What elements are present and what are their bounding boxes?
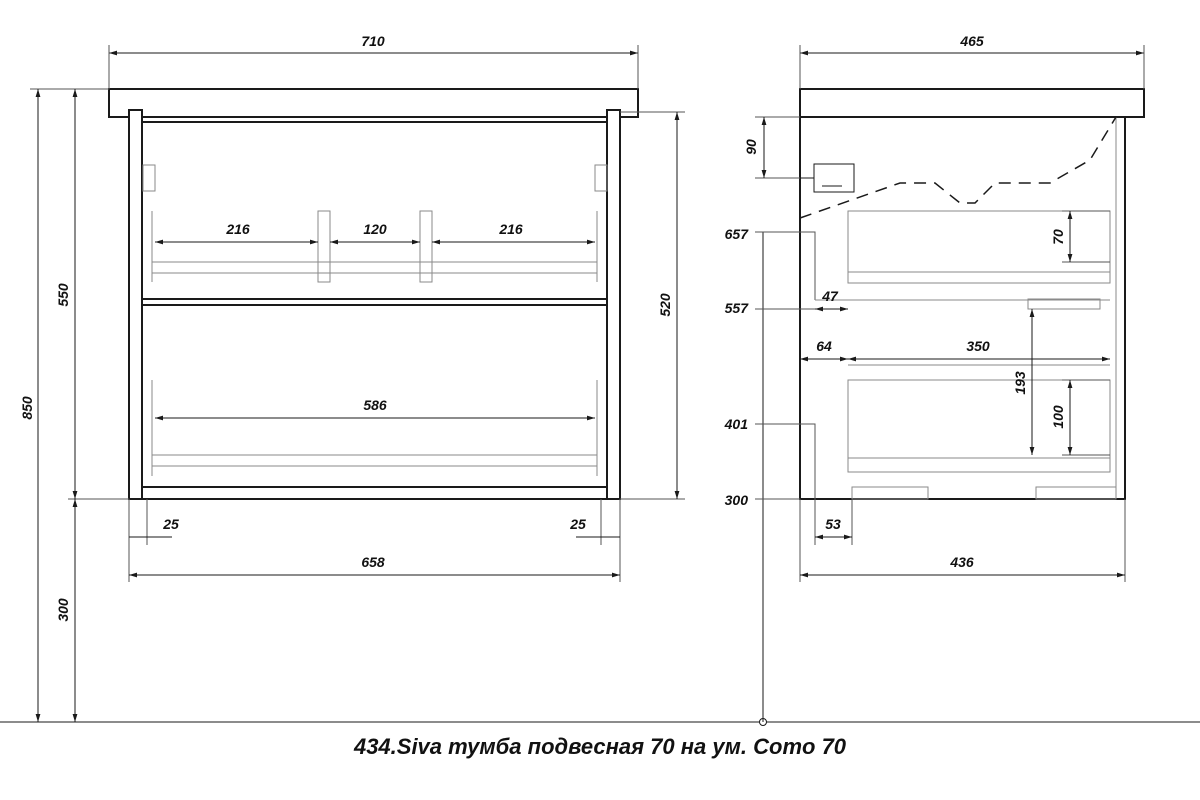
- dim-text-850: 850: [19, 396, 35, 420]
- dim-text-120: 120: [363, 221, 387, 237]
- dim-text-520: 520: [657, 293, 673, 317]
- dim-text-300-front: 300: [55, 598, 71, 622]
- dim-text-216-left: 216: [225, 221, 250, 237]
- dim-text-70: 70: [1050, 229, 1066, 245]
- side-foot-front: [851, 486, 929, 500]
- clip-right: [594, 164, 608, 192]
- front-right-side: [606, 109, 621, 500]
- side-countertop: [799, 88, 1145, 118]
- dim-text-47: 47: [821, 288, 839, 304]
- sink-profile: [799, 116, 1117, 219]
- level-text-657: 657: [725, 226, 750, 242]
- level-text-401: 401: [724, 416, 749, 432]
- dim-text-586: 586: [363, 397, 387, 413]
- dim-text-710: 710: [361, 33, 385, 49]
- side-top-drawer-box: [847, 210, 1111, 284]
- side-handle-bar: [1027, 298, 1101, 310]
- siphon-body: [813, 163, 855, 193]
- side-top-drawer-front: [800, 231, 816, 300]
- dim-text-550: 550: [55, 283, 71, 307]
- front-bottom-drawer: [141, 304, 608, 488]
- front-top-drawer: [141, 121, 608, 300]
- dim-text-436: 436: [949, 554, 974, 570]
- dim-text-658: 658: [361, 554, 385, 570]
- dim-text-90: 90: [743, 139, 759, 155]
- dim-text-64: 64: [816, 338, 832, 354]
- siphon-cutout-left-wall: [317, 210, 331, 283]
- siphon-cutout-right-wall: [419, 210, 433, 283]
- dim-text-25-right: 25: [569, 516, 586, 532]
- dim-text-25-left: 25: [162, 516, 179, 532]
- side-view: 465 90 657 557 401 300 47 70 64 350 193: [724, 33, 1145, 722]
- dim-text-465: 465: [959, 33, 984, 49]
- level-text-300: 300: [725, 492, 749, 508]
- clip-left: [142, 164, 156, 192]
- front-view: 710 216 120 216 586 25 25 658 850 550 30…: [19, 33, 685, 722]
- dim-text-216-right: 216: [498, 221, 523, 237]
- drawing-caption: 434.Siva тумба подвесная 70 на ум. Como …: [353, 734, 847, 759]
- dim-text-100: 100: [1050, 405, 1066, 429]
- side-body-outline: [799, 117, 1126, 500]
- side-foot-back: [1035, 486, 1117, 500]
- front-left-side: [128, 109, 143, 500]
- level-text-557: 557: [725, 300, 750, 316]
- side-bottom-drawer-box: [847, 379, 1111, 473]
- dim-text-193: 193: [1012, 371, 1028, 395]
- side-bottom-drawer-front: [800, 423, 816, 499]
- front-countertop: [108, 88, 639, 118]
- dim-text-350: 350: [966, 338, 990, 354]
- dim-text-53: 53: [825, 516, 841, 532]
